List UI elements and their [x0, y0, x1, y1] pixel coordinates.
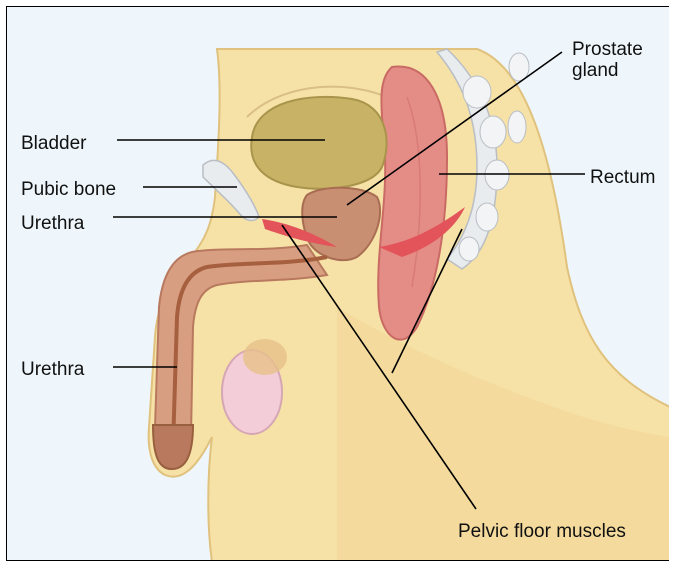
bladder [251, 97, 386, 189]
label-prostate-line1: Prostate [572, 39, 643, 60]
label-prostate-line2: gland [572, 60, 643, 81]
diagram-frame: Prostate gland Bladder Pubic bone Urethr… [6, 6, 669, 561]
label-pubic-bone: Pubic bone [21, 179, 116, 201]
label-pelvic-floor-muscles: Pelvic floor muscles [458, 521, 626, 543]
anatomy-illustration [7, 7, 669, 561]
label-rectum: Rectum [590, 167, 655, 189]
label-bladder: Bladder [21, 133, 87, 155]
label-urethra-upper: Urethra [21, 213, 84, 235]
label-prostate-gland: Prostate gland [572, 39, 643, 81]
label-urethra-lower: Urethra [21, 359, 84, 381]
